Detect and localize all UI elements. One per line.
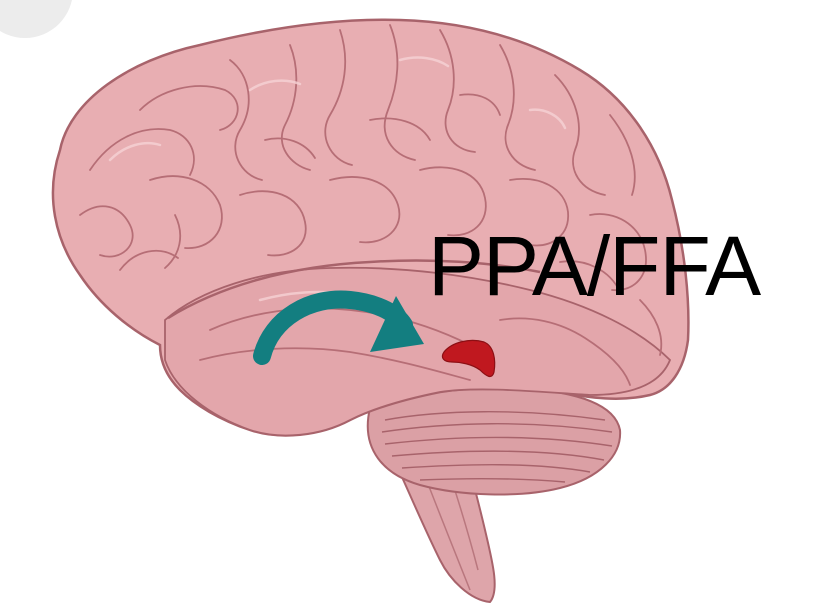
- corner-shape: [0, 0, 73, 38]
- region-label: PPA/FFA: [428, 224, 760, 308]
